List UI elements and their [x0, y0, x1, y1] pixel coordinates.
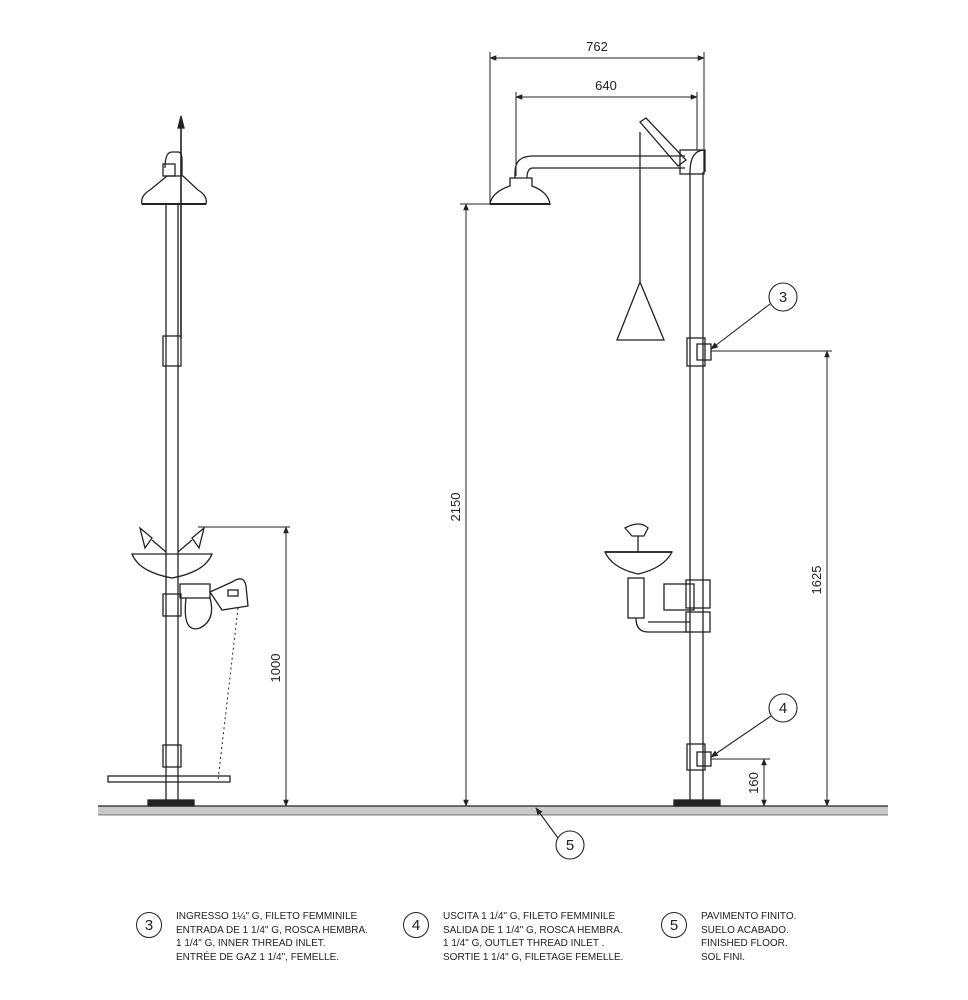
callout-4: [710, 693, 798, 758]
dimension-label-160: 160: [746, 772, 761, 794]
legend-number-5: 5: [661, 912, 687, 938]
left-side-view: [107, 115, 249, 807]
dimension-outlet-height: [711, 758, 770, 807]
legend-item-3: 3 INGRESSO 1¼" G, FILETO FEMMINILE ENTRA…: [136, 910, 368, 964]
legend-text-5: PAVIMENTO FINITO. SUELO ACABADO. FINISHE…: [701, 911, 797, 963]
legend-number-3: 3: [136, 912, 162, 938]
callout-3: [710, 282, 798, 350]
dimension-left-bowl: [198, 526, 290, 807]
legend-item-5: 5 PAVIMENTO FINITO. SUELO ACABADO. FINIS…: [661, 910, 796, 964]
legend-text-3: INGRESSO 1¼" G, FILETO FEMMINILE ENTRADA…: [176, 911, 368, 963]
legend-item-4: 4 USCITA 1 1/4" G, FILETO FEMMINILE SALI…: [403, 910, 623, 964]
legend-text-4: USCITA 1 1/4" G, FILETO FEMMINILE SALIDA…: [443, 911, 624, 963]
dimension-label-640: 640: [595, 78, 617, 93]
dimension-total-height: [460, 203, 492, 807]
dimension-label-1000: 1000: [268, 654, 283, 683]
right-front-view: [489, 117, 721, 807]
dimension-inlet-height: [711, 350, 832, 807]
legend-number-4: 4: [403, 912, 429, 938]
dimension-label-1625: 1625: [809, 566, 824, 595]
finished-floor: [98, 805, 888, 816]
dimension-label-762: 762: [586, 39, 608, 54]
callout-4-label: 4: [779, 700, 787, 717]
callout-5-label: 5: [566, 837, 574, 854]
dimension-label-2150: 2150: [448, 493, 463, 522]
dimension-top: [489, 52, 705, 204]
callout-5: [535, 807, 585, 860]
callout-3-label: 3: [779, 289, 787, 306]
